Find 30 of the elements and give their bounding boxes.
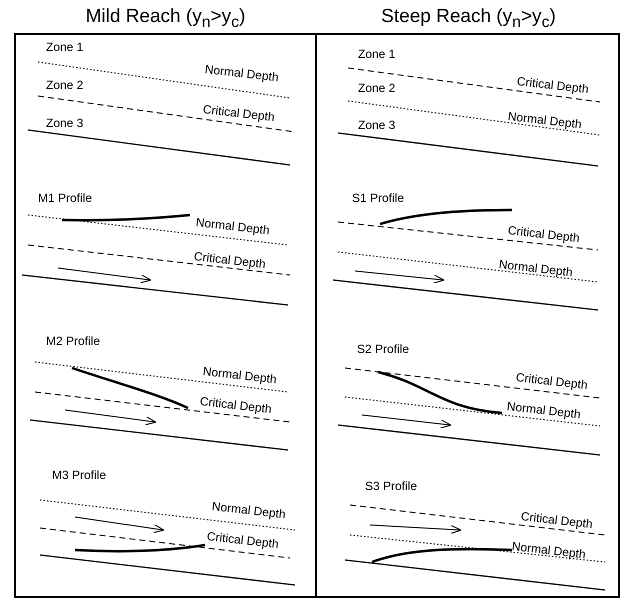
line-label: Critical Depth <box>202 102 276 124</box>
profile-label: M1 Profile <box>38 191 92 205</box>
line-label: Normal Depth <box>211 499 286 522</box>
profile-label: M2 Profile <box>46 334 100 348</box>
line-label: Critical Depth <box>199 394 272 416</box>
zone-label: Zone 3 <box>46 116 84 130</box>
profile-label: S1 Profile <box>352 191 404 205</box>
line-label: Normal Depth <box>195 215 270 238</box>
line-label: Critical Depth <box>520 509 594 532</box>
line-label: Normal Depth <box>511 539 586 562</box>
zone-label: Zone 3 <box>358 118 396 132</box>
line-label: Normal Depth <box>507 109 582 132</box>
line-label: Critical Depth <box>516 74 590 96</box>
line-label: Critical Depth <box>193 249 266 272</box>
zone-label: Zone 1 <box>358 47 396 61</box>
line-label: Critical Depth <box>515 370 588 392</box>
zone-label: Zone 2 <box>358 81 396 95</box>
zone-label: Zone 2 <box>46 78 84 92</box>
line-label: Normal Depth <box>498 257 574 280</box>
panel-heading: Steep Reach (y$_{n}$>y$_{c}$) <box>381 6 556 32</box>
profile-label: S2 Profile <box>357 342 410 356</box>
line-label: Normal Depth <box>506 399 582 422</box>
line-label: Normal Depth <box>204 62 280 84</box>
profile-label: M3 Profile <box>52 468 106 482</box>
profile-label: S3 Profile <box>365 479 418 493</box>
line-label: Critical Depth <box>507 223 580 246</box>
line-label: Normal Depth <box>202 364 278 386</box>
line-label: Critical Depth <box>206 529 280 552</box>
panel-heading: Mild Reach (y$_{n}$>y$_{c}$) <box>86 6 246 32</box>
zone-label: Zone 1 <box>46 40 84 54</box>
